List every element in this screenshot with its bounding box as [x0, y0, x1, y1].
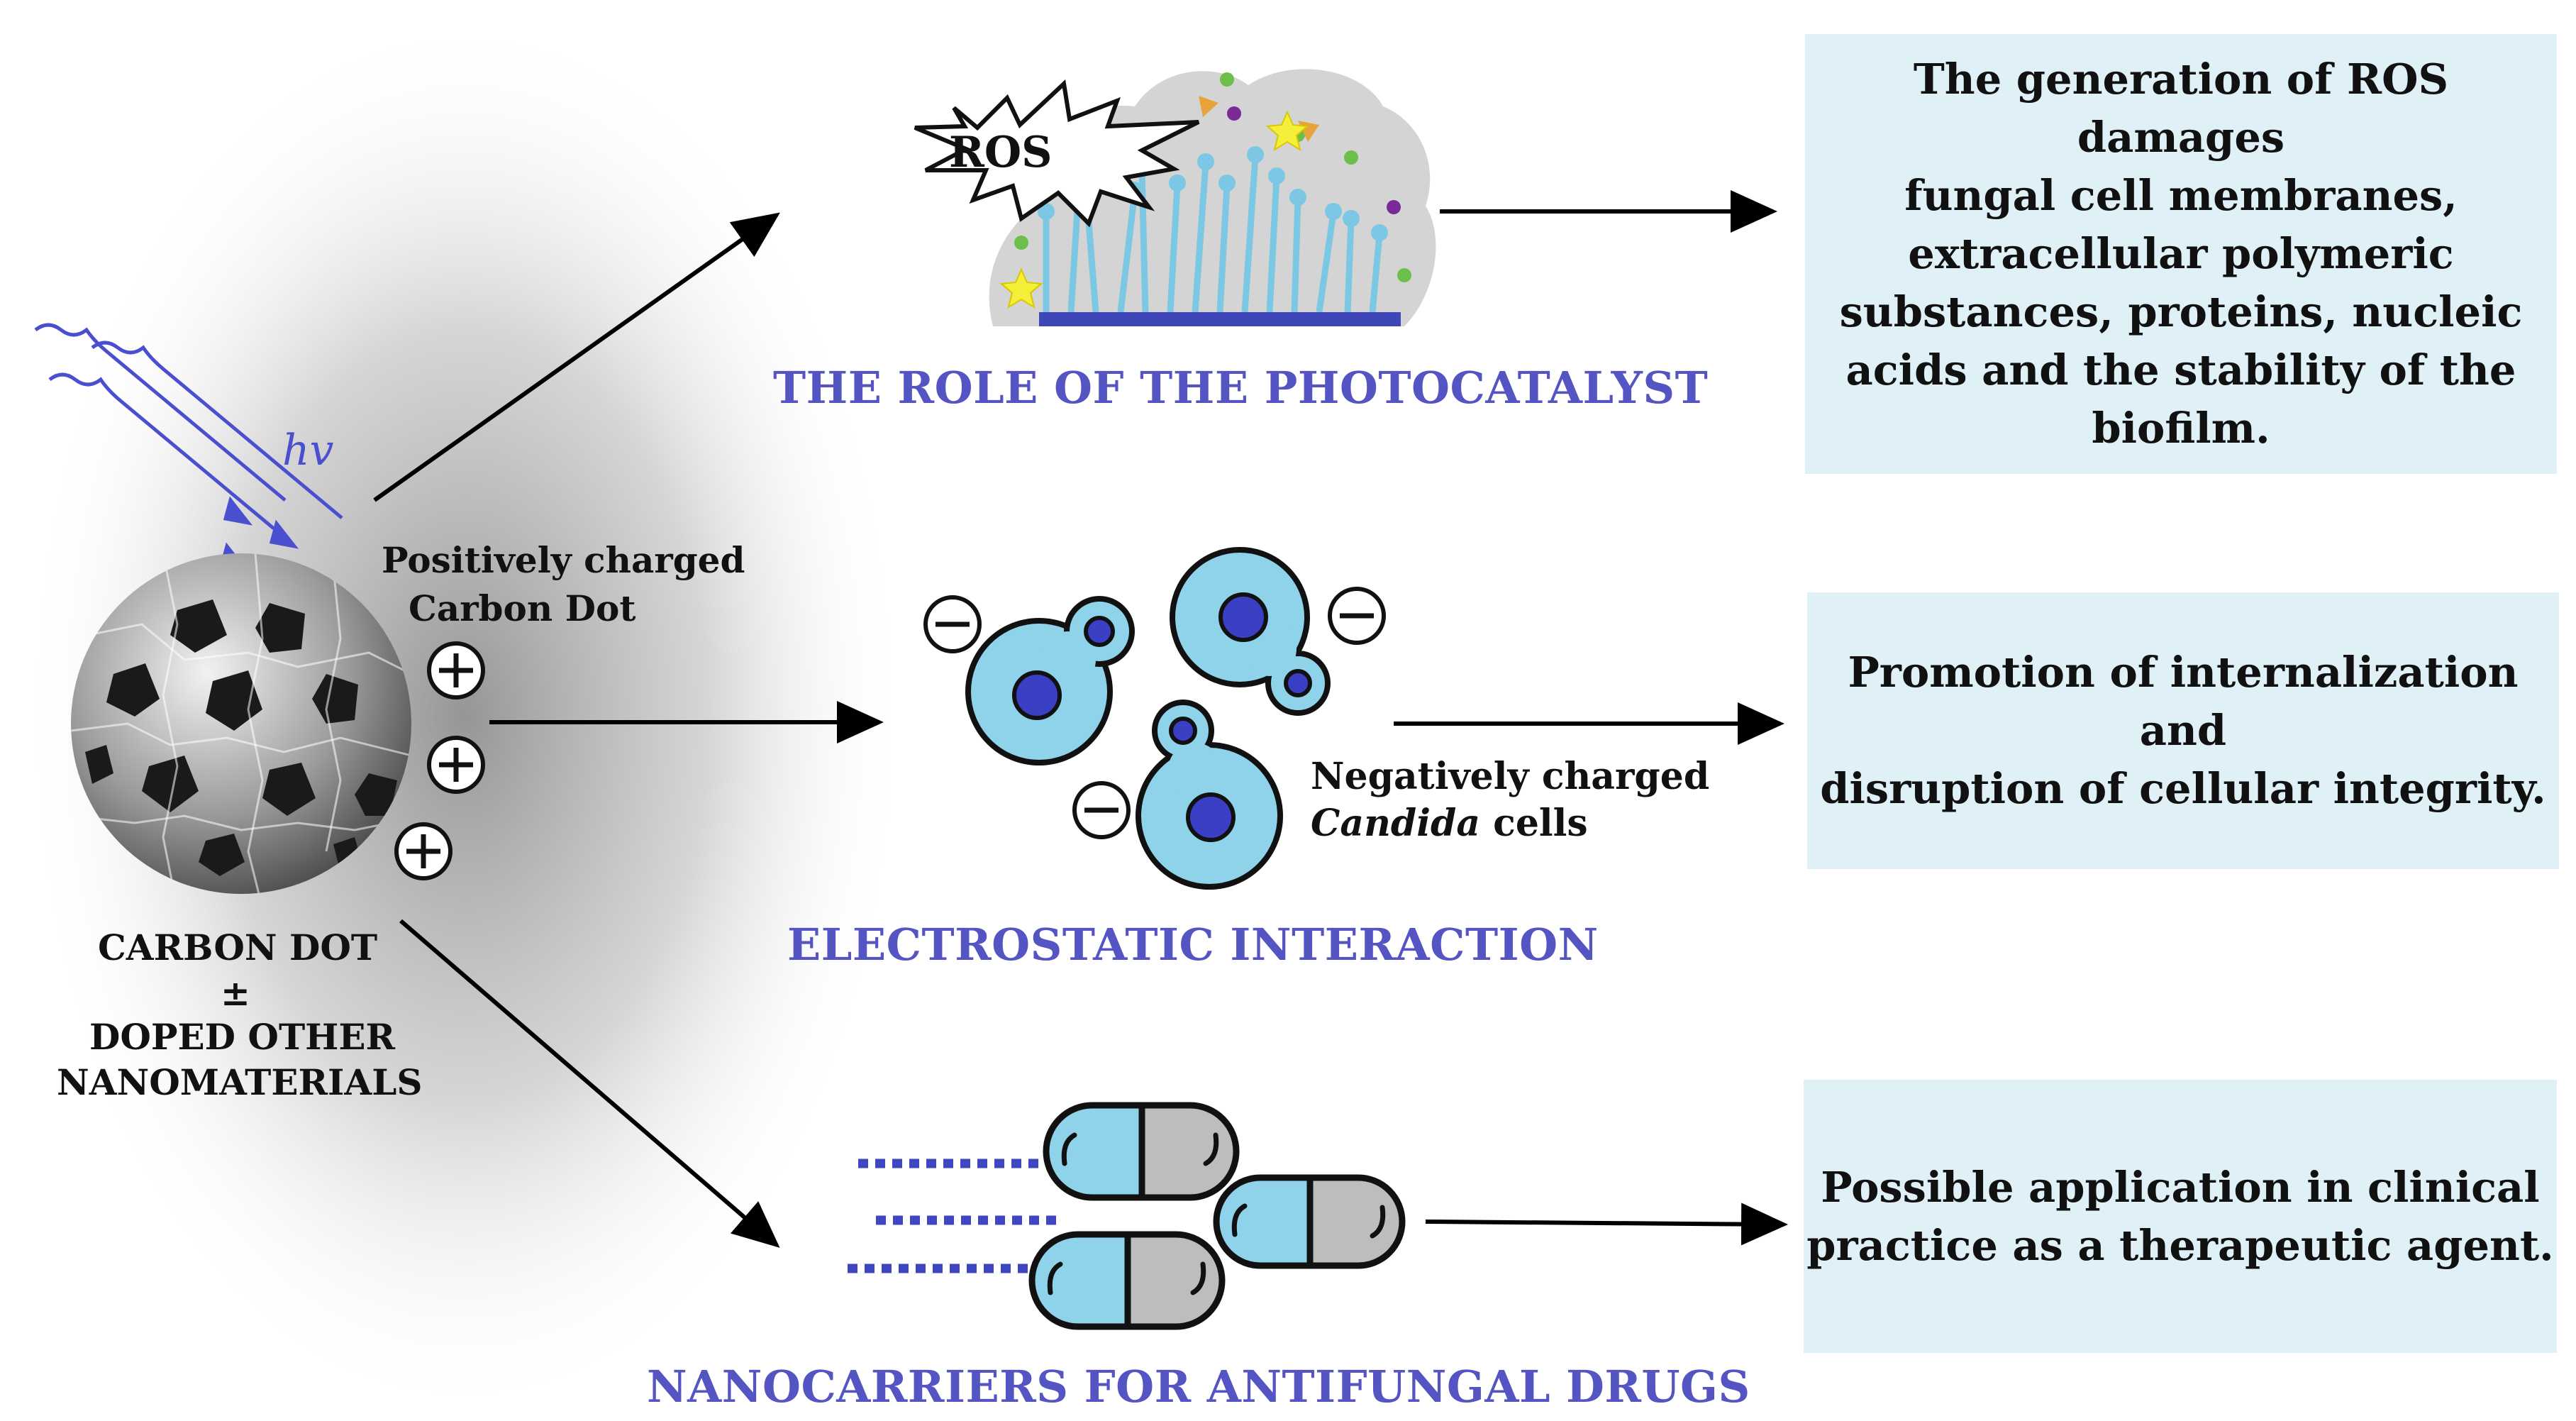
result-3-line-2: practice as a therapeutic agent.: [1806, 1220, 2554, 1270]
candida-label-line2: Candida cells: [1311, 802, 1588, 845]
result-1-line-3: extracellular polymeric: [1908, 229, 2454, 278]
result-box-electrostatic: Promotion of internalization and disrupt…: [1807, 592, 2559, 869]
candida-italic: Candida: [1311, 802, 1481, 845]
carbon-dot-sphere: [71, 553, 411, 894]
carbon-dot-name-line2: ±: [221, 972, 250, 1014]
result-1-line-5: acids and the stability of the: [1845, 345, 2516, 394]
result-3-line-1: Possible application in clinical: [1821, 1162, 2540, 1212]
result-1-line-6: biofilm.: [2092, 404, 2270, 453]
result-text-nanocarriers: Possible application in clinical practic…: [1806, 1159, 2553, 1275]
result-1-line-1: The generation of ROS damages: [1913, 55, 2449, 162]
light-waves-icon: [34, 323, 343, 572]
ros-label: ROS: [949, 128, 1053, 177]
candida-label-line1: Negatively charged: [1311, 755, 1710, 798]
carbon-dot-charge-label-2: Carbon Dot: [409, 587, 636, 629]
candida-cells-illustration: [923, 547, 1386, 890]
heading-nanocarriers: NANOCARRIERS FOR ANTIFUNGAL DRUGS: [647, 1361, 1750, 1412]
arrow-to-nanocarriers: [399, 919, 780, 1248]
arrow-to-result-3: [1425, 1202, 1788, 1246]
ros-burst-icon: [914, 79, 1200, 228]
arrow-to-photocatalyst: [373, 212, 780, 502]
carbon-dot-charge-label-1: Positively charged: [382, 539, 745, 581]
result-2-line-2: disruption of cellular integrity.: [1820, 764, 2546, 813]
hv-label: hv: [282, 426, 334, 475]
carbon-dot-name-line1: CARBON DOT: [98, 927, 378, 968]
result-1-line-2: fungal cell membranes,: [1904, 171, 2458, 220]
result-box-photocatalyst: The generation of ROS damages fungal cel…: [1805, 34, 2557, 474]
result-2-line-1: Promotion of internalization and: [1848, 648, 2519, 755]
drug-capsules-illustration: [848, 1102, 1406, 1330]
result-text-electrostatic: Promotion of internalization and disrupt…: [1807, 643, 2559, 818]
heading-electrostatic: ELECTROSTATIC INTERACTION: [787, 919, 1599, 971]
carbon-dot-name-line4: NANOMATERIALS: [57, 1061, 423, 1103]
result-1-line-4: substances, proteins, nucleic: [1839, 287, 2523, 336]
result-text-photocatalyst: The generation of ROS damages fungal cel…: [1805, 50, 2557, 458]
heading-photocatalyst: THE ROLE OF THE PHOTOCATALYST: [773, 362, 1709, 414]
carbon-dot-name-line3: DOPED OTHER: [89, 1016, 396, 1058]
candida-rest: cells: [1480, 802, 1588, 845]
result-box-nanocarriers: Possible application in clinical practic…: [1804, 1080, 2557, 1353]
